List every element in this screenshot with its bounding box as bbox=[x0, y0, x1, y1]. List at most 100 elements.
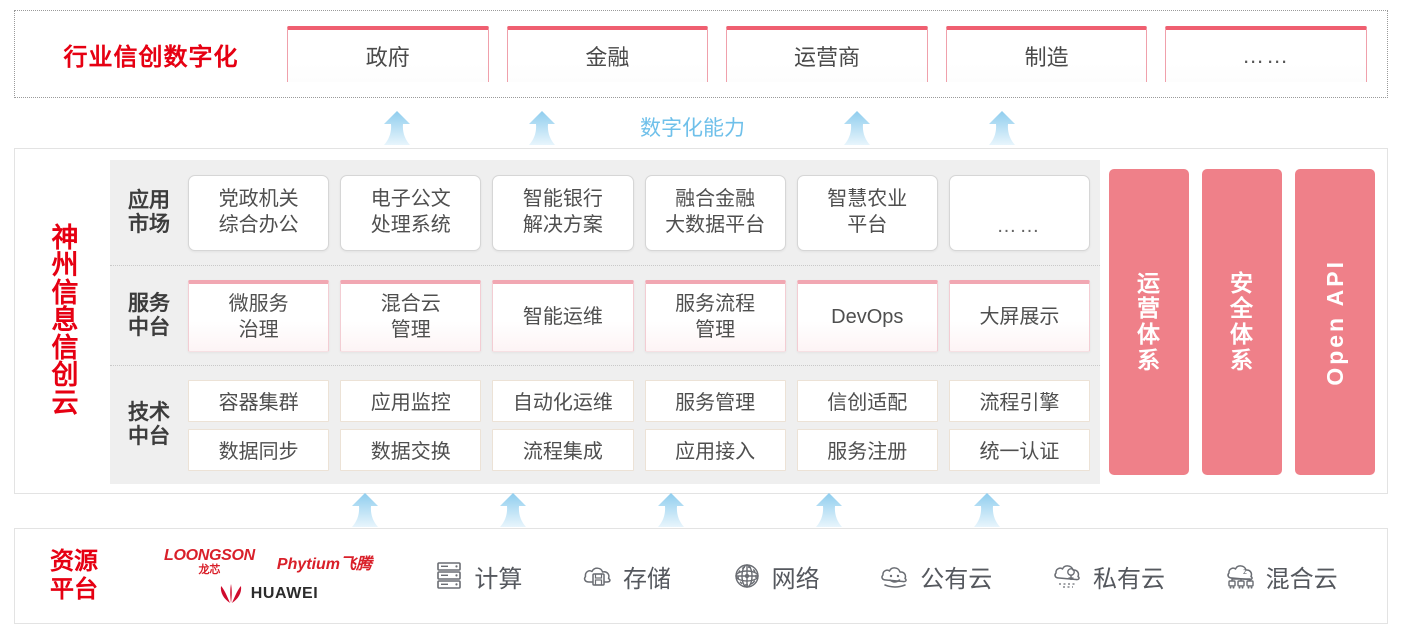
up-arrow-icon bbox=[654, 492, 688, 528]
tech-card-service-management[interactable]: 服务管理 bbox=[644, 379, 786, 422]
server-icon bbox=[437, 562, 462, 589]
industry-tab-finance[interactable]: 金融 bbox=[506, 26, 709, 82]
resource-arrow-row bbox=[0, 490, 1402, 528]
app-card-edoc-system[interactable]: 电子公文 处理系统 bbox=[340, 175, 482, 251]
resource-item-public-cloud[interactable]: 公有云 bbox=[878, 559, 992, 594]
up-arrow-icon bbox=[380, 110, 414, 146]
technology-card-row: 数据同步 数据交换 流程集成 应用接入 服务注册 统一认证 bbox=[188, 428, 1091, 471]
resource-item-label: 存储 bbox=[622, 565, 671, 593]
pillar-open-api-label: Open API bbox=[1321, 258, 1348, 386]
industry-tab-manufacturing[interactable]: 制造 bbox=[945, 26, 1148, 82]
cloud-title-char: 息 bbox=[51, 305, 79, 336]
industry-tab-more[interactable]: …… bbox=[1165, 26, 1367, 82]
application-card-list: 党政机关 综合办公 电子公文 处理系统 智能银行 解决方案 bbox=[180, 175, 1092, 251]
app-card-govt-office[interactable]: 党政机关 综合办公 bbox=[188, 175, 330, 251]
up-arrow-icon bbox=[840, 110, 874, 146]
resource-item-label: 混合云 bbox=[1265, 565, 1338, 593]
cloud-platform-title: 神 州 信 息 信 创 云 bbox=[37, 155, 93, 487]
storage-cloud-icon bbox=[583, 567, 611, 586]
svg-text:z: z bbox=[1243, 567, 1247, 576]
cloud-title-char: 州 bbox=[51, 250, 79, 281]
cloud-title-char: 云 bbox=[51, 387, 79, 418]
resource-item-label: 计算 bbox=[474, 565, 523, 593]
layer-stack: 应用 市场 党政机关 综合办公 电子公文 处理系统 bbox=[110, 160, 1100, 484]
vendor-logo-group: LOONGSON 龙芯 Phytium飞腾 HUAWEI bbox=[133, 548, 403, 604]
pillar-group: 运 营 体 系 安 全 体 系 Open API bbox=[1103, 160, 1375, 484]
private-cloud-icon bbox=[1054, 565, 1080, 588]
public-cloud-icon bbox=[881, 567, 908, 588]
industry-band-title: 行业信创数字化 bbox=[63, 43, 239, 71]
resource-item-storage[interactable]: 存储 bbox=[581, 559, 671, 594]
capability-label: 数字化能力 bbox=[640, 117, 745, 140]
industry-tab-government[interactable]: 政府 bbox=[287, 26, 489, 82]
cloud-title-char: 神 bbox=[51, 222, 79, 253]
capability-arrow-row: 数字化能力 bbox=[0, 108, 1402, 146]
up-arrow-icon bbox=[970, 492, 1004, 528]
up-arrow-icon bbox=[496, 492, 530, 528]
tech-card-container-cluster[interactable]: 容器集群 bbox=[188, 379, 330, 422]
industry-tab-operator[interactable]: 运营商 bbox=[726, 26, 928, 82]
service-card-hybrid-cloud-management[interactable]: 混合云 管理 bbox=[340, 280, 482, 352]
tech-card-data-sync[interactable]: 数据同步 bbox=[188, 428, 330, 471]
technology-card-grid: 容器集群 应用监控 自动化运维 服务管理 信创适配 流程引擎 数据同步 数据交换… bbox=[180, 379, 1092, 471]
resource-item-private-cloud[interactable]: 私有云 bbox=[1051, 559, 1165, 594]
hybrid-cloud-icon: z bbox=[1226, 565, 1254, 589]
layer-divider bbox=[110, 265, 1100, 266]
service-card-process-management[interactable]: 服务流程 管理 bbox=[644, 280, 786, 352]
app-card-smart-bank[interactable]: 智能银行 解决方案 bbox=[492, 175, 634, 251]
service-card-intelligent-ops[interactable]: 智能运维 bbox=[492, 280, 634, 352]
pillar-operations-label: 运 营 体 系 bbox=[1137, 269, 1161, 373]
cloud-platform-panel: 神 州 信 息 信 创 云 应用 市场 党政机关 综合办公 bbox=[14, 148, 1388, 494]
huawei-petal-icon bbox=[220, 584, 241, 603]
industry-tab-list: 政府 金融 运营商 制造 …… bbox=[287, 26, 1387, 82]
service-card-big-screen-display[interactable]: 大屏展示 bbox=[948, 280, 1091, 352]
layer-application-market: 应用 市场 党政机关 综合办公 电子公文 处理系统 bbox=[110, 160, 1100, 266]
up-arrow-icon bbox=[985, 110, 1019, 146]
service-card-microservice-governance[interactable]: 微服务 治理 bbox=[188, 280, 330, 352]
network-icon bbox=[734, 564, 759, 588]
phytium-logo: Phytium飞腾 bbox=[276, 556, 373, 573]
layer-divider bbox=[110, 365, 1100, 366]
technology-card-row: 容器集群 应用监控 自动化运维 服务管理 信创适配 流程引擎 bbox=[188, 379, 1091, 422]
pillar-security-label: 安 全 体 系 bbox=[1230, 269, 1254, 373]
resource-item-compute[interactable]: 计算 bbox=[432, 559, 522, 594]
pillar-operations-system[interactable]: 运 营 体 系 bbox=[1109, 169, 1189, 475]
tech-card-unified-auth[interactable]: 统一认证 bbox=[948, 428, 1091, 471]
pillar-open-api[interactable]: Open API bbox=[1295, 169, 1375, 475]
tech-card-process-integration[interactable]: 流程集成 bbox=[492, 428, 634, 471]
cloud-title-char: 创 bbox=[51, 360, 79, 391]
up-arrow-icon bbox=[348, 492, 382, 528]
resource-item-list: 计算 存储 bbox=[403, 559, 1387, 594]
layer-service-platform: 服务 中台 微服务 治理 混合云 管理 bbox=[110, 266, 1100, 366]
resource-item-network[interactable]: 网络 bbox=[730, 559, 820, 594]
up-arrow-icon bbox=[525, 110, 559, 146]
tech-card-data-exchange[interactable]: 数据交换 bbox=[340, 428, 482, 471]
layer-label-service-platform: 服务 中台 bbox=[128, 291, 170, 339]
layer-label-technology-platform: 技术 中台 bbox=[128, 400, 170, 448]
service-card-list: 微服务 治理 混合云 管理 智能运维 bbox=[180, 280, 1092, 352]
tech-card-automated-ops[interactable]: 自动化运维 bbox=[492, 379, 634, 422]
up-arrow-icon bbox=[812, 492, 846, 528]
tech-card-app-monitoring[interactable]: 应用监控 bbox=[340, 379, 482, 422]
resource-item-hybrid-cloud[interactable]: z 混合云 bbox=[1224, 559, 1338, 594]
layer-label-application-market: 应用 市场 bbox=[128, 188, 170, 236]
tech-card-process-engine[interactable]: 流程引擎 bbox=[948, 379, 1091, 422]
tech-card-app-access[interactable]: 应用接入 bbox=[644, 428, 786, 471]
huawei-label: HUAWEI bbox=[250, 585, 319, 602]
resource-item-label: 私有云 bbox=[1092, 565, 1165, 593]
service-card-devops[interactable]: DevOps bbox=[796, 280, 938, 352]
resource-platform-title: 资源 平台 bbox=[50, 547, 98, 603]
cloud-title-char: 信 bbox=[51, 277, 79, 308]
resource-item-label: 公有云 bbox=[920, 565, 993, 593]
app-card-more[interactable]: …… bbox=[948, 175, 1091, 251]
cloud-title-char: 信 bbox=[51, 332, 79, 363]
tech-card-xinchuang-adaptation[interactable]: 信创适配 bbox=[796, 379, 938, 422]
vendor-logo-row: LOONGSON 龙芯 Phytium飞腾 bbox=[164, 548, 372, 576]
pillar-security-system[interactable]: 安 全 体 系 bbox=[1202, 169, 1282, 475]
tech-card-service-registry[interactable]: 服务注册 bbox=[796, 428, 938, 471]
app-card-fintech-bigdata[interactable]: 融合金融 大数据平台 bbox=[644, 175, 786, 251]
layer-technology-platform: 技术 中台 容器集群 应用监控 自动化运维 服务管理 信创适配 流程引擎 数据同… bbox=[110, 366, 1100, 484]
industry-band: 行业信创数字化 政府 金融 运营商 制造 …… bbox=[14, 10, 1388, 98]
app-card-smart-agriculture[interactable]: 智慧农业 平台 bbox=[796, 175, 938, 251]
